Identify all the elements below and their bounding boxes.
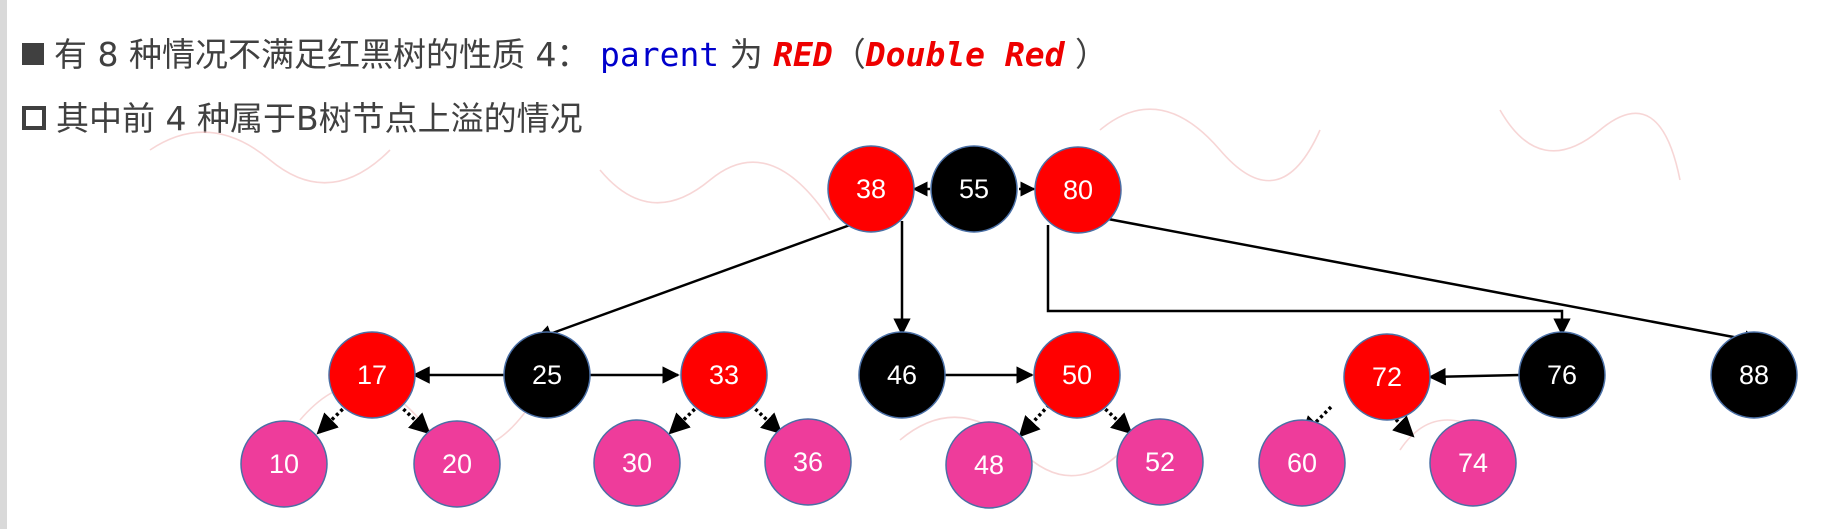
node-10-label: 10 xyxy=(269,449,299,479)
bullet-line-2: 其中前 4 种属于B树节点上溢的情况 xyxy=(22,92,583,140)
edge-80-76 xyxy=(1046,225,1571,336)
node-80: 80 xyxy=(1034,146,1122,234)
node-46: 46 xyxy=(858,331,946,419)
node-36-label: 36 xyxy=(793,447,823,477)
edge-50-48 xyxy=(1018,403,1051,438)
node-38: 38 xyxy=(827,145,915,233)
node-55-label: 55 xyxy=(959,174,989,204)
solid-square-bullet-icon xyxy=(22,42,44,65)
watermark xyxy=(149,108,1681,477)
node-20-label: 20 xyxy=(442,449,472,479)
edge-38-25 xyxy=(534,223,851,342)
node-33: 33 xyxy=(680,331,768,419)
node-20: 20 xyxy=(413,420,501,508)
edge-50-52 xyxy=(1099,403,1133,435)
node-60: 60 xyxy=(1258,419,1346,507)
node-50: 50 xyxy=(1033,331,1121,419)
node-72: 72 xyxy=(1343,333,1431,421)
edge-17-20 xyxy=(397,403,431,435)
hollow-square-bullet-icon xyxy=(22,105,46,130)
node-25: 25 xyxy=(503,331,591,419)
keyword-parent: parent xyxy=(599,35,720,74)
node-48-label: 48 xyxy=(974,450,1004,480)
line1-wei: 为 xyxy=(729,35,763,74)
edge-72-60 xyxy=(1300,405,1333,438)
left-edge-bar xyxy=(0,0,7,529)
node-76-label: 76 xyxy=(1547,360,1577,390)
node-74: 74 xyxy=(1429,419,1517,507)
node-76: 76 xyxy=(1518,331,1606,419)
line2-text: 其中前 4 种属于B树节点上溢的情况 xyxy=(56,99,583,138)
node-25-label: 25 xyxy=(532,360,562,390)
node-30: 30 xyxy=(593,419,681,507)
node-36: 36 xyxy=(764,418,852,506)
node-52: 52 xyxy=(1116,418,1204,506)
node-17: 17 xyxy=(328,331,416,419)
node-88: 88 xyxy=(1710,331,1798,419)
node-46-label: 46 xyxy=(887,360,917,390)
node-50-label: 50 xyxy=(1062,360,1092,390)
node-10: 10 xyxy=(240,420,328,508)
edge-33-30 xyxy=(668,403,701,435)
node-48: 48 xyxy=(945,421,1033,509)
keyword-red: RED xyxy=(773,35,833,74)
edge-17-10 xyxy=(316,403,349,435)
node-80-label: 80 xyxy=(1063,175,1093,205)
paren-close: ） xyxy=(1074,35,1108,74)
node-72-label: 72 xyxy=(1372,362,1402,392)
edge-80-88 xyxy=(1107,217,1762,348)
node-30-label: 30 xyxy=(622,448,652,478)
edge-76-72 xyxy=(1428,367,1521,386)
node-52-label: 52 xyxy=(1145,447,1175,477)
node-60-label: 60 xyxy=(1287,448,1317,478)
edge-33-36 xyxy=(749,403,783,435)
line1-prefix: 有 8 种情况不满足红黑树的性质 4： xyxy=(54,35,590,74)
bullet-line-1: 有 8 种情况不满足红黑树的性质 4： parent 为 RED（Double … xyxy=(22,28,1108,76)
node-38-label: 38 xyxy=(856,174,886,204)
paren-open: （ xyxy=(832,35,866,74)
node-74-label: 74 xyxy=(1458,448,1488,478)
node-33-label: 33 xyxy=(709,360,739,390)
keyword-double-red: Double Red xyxy=(865,35,1065,74)
node-17-label: 17 xyxy=(357,360,387,390)
node-88-label: 88 xyxy=(1739,360,1769,390)
node-55: 55 xyxy=(930,145,1018,233)
